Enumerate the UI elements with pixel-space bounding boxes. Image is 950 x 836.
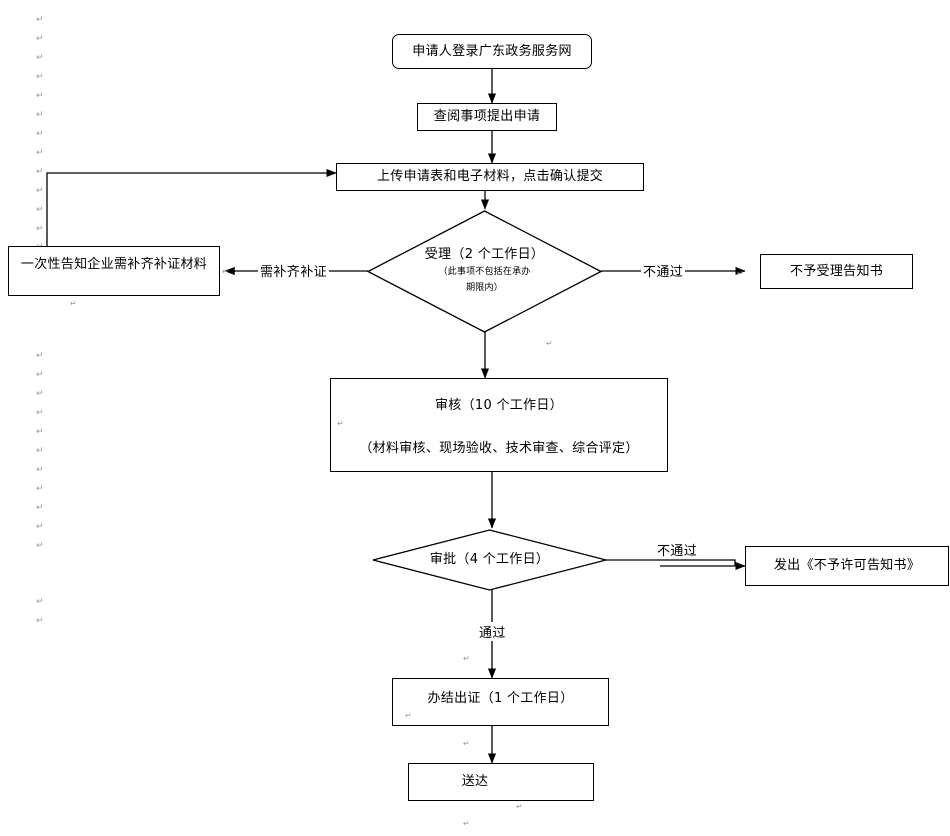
paragraph-mark: ↵ <box>36 186 43 196</box>
node-deliver-label: 送达 <box>461 774 489 790</box>
node-notify-supplement[interactable]: 一次性告知企业需补齐补证材料 <box>8 246 220 296</box>
paragraph-mark: ↵ <box>737 269 744 278</box>
paragraph-mark: ↵ <box>36 167 43 177</box>
paragraph-mark: ↵ <box>36 427 43 437</box>
node-issue-reject-permit[interactable]: 发出《不予许可告知书》 <box>745 546 949 586</box>
paragraph-mark: ↵ <box>36 351 43 361</box>
paragraph-mark: ↵ <box>36 446 43 456</box>
paragraph-mark: ↵ <box>36 53 43 63</box>
paragraph-mark: ↵ <box>36 616 43 626</box>
node-complete[interactable]: 办结出证（1 个工作日） <box>392 678 609 726</box>
paragraph-mark: ↵ <box>36 148 43 158</box>
node-reject-accept-notice-label: 不予受理告知书 <box>789 263 884 279</box>
node-login-label: 申请人登录广东政务服务网 <box>412 43 572 59</box>
node-consult[interactable]: 查阅事项提出申请 <box>417 103 557 131</box>
paragraph-mark: ↵ <box>222 267 229 276</box>
edge-label-approval-pass: 通过 <box>477 622 508 641</box>
edge-label-need-supplement: 需补齐补证 <box>258 261 330 280</box>
node-issue-reject-permit-label: 发出《不予许可告知书》 <box>773 558 921 574</box>
node-review-label: 审核（10 个工作日） <box>435 398 563 413</box>
paragraph-mark: ↵ <box>337 419 344 428</box>
node-accept[interactable]: 受理（2 个工作日） （此事项不包括在承办 期限内） <box>366 210 603 333</box>
paragraph-mark: ↵ <box>36 110 43 120</box>
paragraph-mark: ↵ <box>516 802 523 811</box>
paragraph-mark: ↵ <box>36 370 43 380</box>
paragraph-mark: ↵ <box>36 34 43 44</box>
paragraph-mark: ↵ <box>36 503 43 513</box>
node-approval[interactable]: 审批（4 个工作日） <box>372 529 607 591</box>
node-notify-supplement-label: 一次性告知企业需补齐补证材料 <box>20 257 208 273</box>
paragraph-mark: ↵ <box>70 299 77 308</box>
edge-notify-loop-to-upload <box>46 168 337 246</box>
paragraph-mark: ↵ <box>36 541 43 551</box>
paragraph-mark: ↵ <box>36 129 43 139</box>
paragraph-mark: ↵ <box>36 205 43 215</box>
paragraph-mark: ↵ <box>36 15 43 25</box>
paragraph-mark: ↵ <box>36 408 43 418</box>
edge-approval-fail-seg <box>606 559 736 566</box>
paragraph-mark: ↵ <box>405 711 412 720</box>
node-reject-accept-notice[interactable]: 不予受理告知书 <box>760 254 913 289</box>
paragraph-mark: ↵ <box>36 597 43 607</box>
node-upload-label: 上传申请表和电子材料，点击确认提交 <box>376 169 604 185</box>
paragraph-mark: ↵ <box>546 339 553 348</box>
paragraph-mark: ↵ <box>36 72 43 82</box>
edge-label-approval-fail: 不通过 <box>655 540 700 559</box>
paragraph-mark: ↵ <box>36 389 43 399</box>
paragraph-mark: ↵ <box>463 739 470 748</box>
paragraph-mark: ↵ <box>36 465 43 475</box>
paragraph-mark: ↵ <box>36 224 43 234</box>
paragraph-mark: ↵ <box>463 819 470 828</box>
node-complete-label: 办结出证（1 个工作日） <box>427 691 574 706</box>
approval-diamond-shape <box>372 529 607 591</box>
node-deliver[interactable]: 送达 <box>408 763 594 801</box>
node-review-sub-label: （材料审核、现场验收、技术审查、综合评定） <box>359 440 639 456</box>
accept-diamond-shape <box>366 210 603 333</box>
paragraph-mark: ↵ <box>36 522 43 532</box>
node-review[interactable]: 审核（10 个工作日） （材料审核、现场验收、技术审查、综合评定） <box>330 378 668 472</box>
node-upload[interactable]: 上传申请表和电子材料，点击确认提交 <box>336 163 644 191</box>
paragraph-mark: ↵ <box>36 484 43 494</box>
node-login[interactable]: 申请人登录广东政务服务网 <box>392 34 592 69</box>
paragraph-mark: ↵ <box>463 654 470 663</box>
paragraph-mark: ↵ <box>36 91 43 101</box>
edge-label-accept-fail: 不通过 <box>641 261 686 280</box>
node-consult-label: 查阅事项提出申请 <box>433 109 541 125</box>
